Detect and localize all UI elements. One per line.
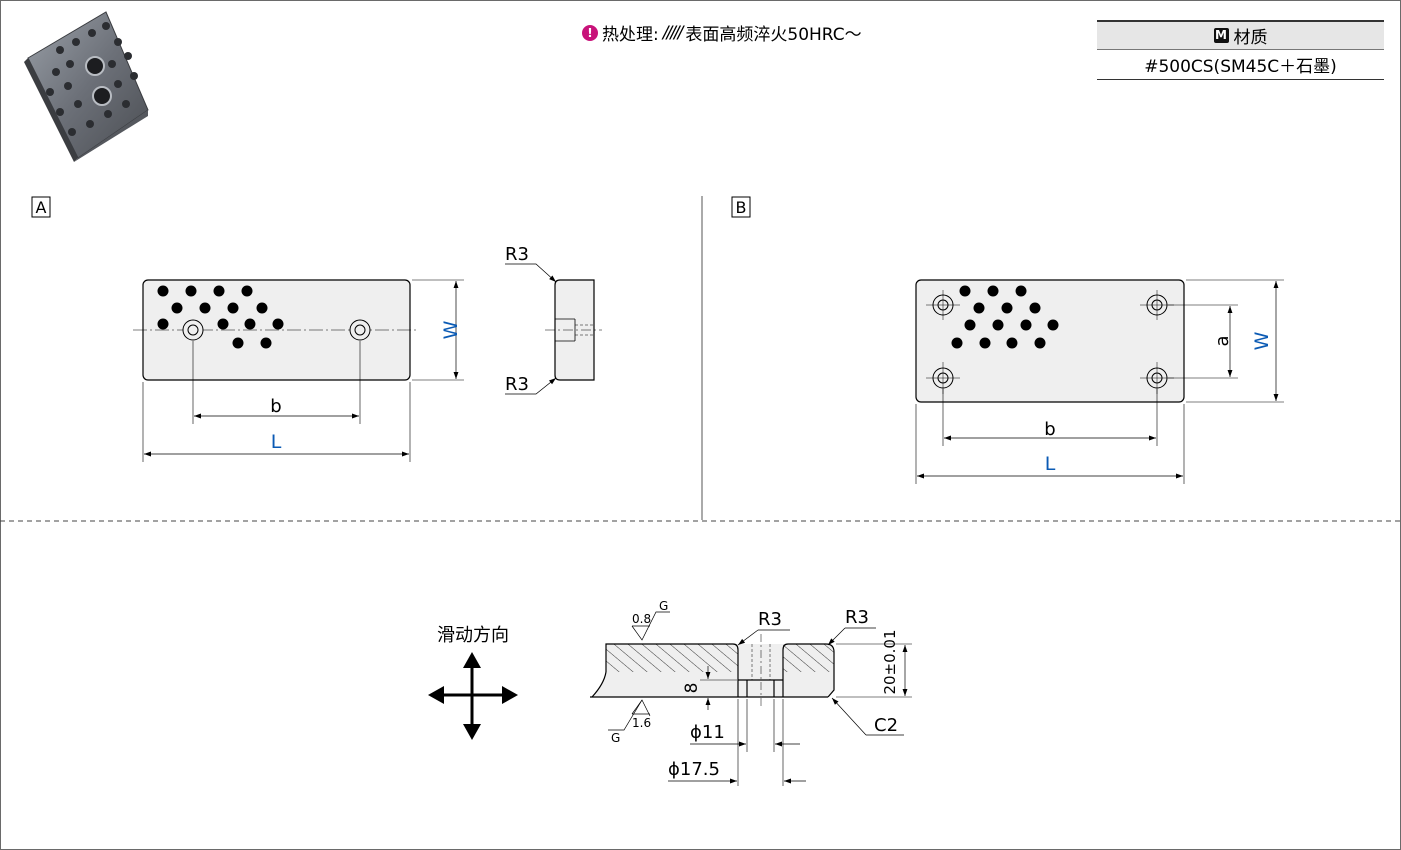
r3-counterbore: R3 [758,609,782,630]
dim-w-b: W [1251,331,1273,350]
dim-phi-11: ϕ11 [690,722,725,743]
roughness-top-grade: G [659,599,668,613]
material-badge-icon: M [1213,28,1229,43]
graphite-plug-pattern-b [951,285,1059,349]
dim-chamfer-c2: C2 [874,715,898,736]
dim-a-b: a [1212,335,1233,346]
view-b-label: B [736,198,747,217]
dim-l-a: L [271,431,282,453]
dim-b-b: b [1044,419,1055,440]
heat-label: 热处理: [602,25,659,45]
roughness-bottom-value: 1.6 [632,716,651,730]
dim-depth-8: 8 [682,683,702,694]
material-value: #500CS(SM45C＋石墨) [1097,49,1384,80]
view-a-label: A [36,198,47,217]
material-header: M 材质 [1097,20,1384,49]
section-view: 0.8 G 1.6 G R3 R3 8 [590,599,912,786]
roughness-top-value: 0.8 [632,612,651,626]
sliding-direction-label: 滑动方向 [437,625,509,646]
dim-b-a: b [270,396,281,417]
roughness-top: 0.8 G [631,599,670,641]
dim-w-a: W [440,320,462,339]
photo-mounting-hole [92,86,112,106]
heat-symbol: ///// [662,22,684,43]
sliding-direction: 滑动方向 [428,625,518,740]
info-pin-icon: ! [582,24,598,41]
dim-thickness: 20±0.01 [881,629,899,694]
mounting-holes-b [932,294,1168,389]
material-table: M 材质 #500CS(SM45C＋石墨) [1097,20,1384,80]
dim-phi-17-5: ϕ17.5 [668,759,720,780]
r3-bottom-side-a: R3 [505,374,529,395]
view-a-side: R3 R3 [505,244,602,395]
r3-corner: R3 [845,607,869,628]
view-a-plan: W b L [133,279,464,462]
dim-l-b: L [1045,453,1056,475]
roughness-bottom-grade: G [611,731,620,745]
counterbore-hole-a1 [182,319,204,341]
view-b-plan: a W b L [915,279,1284,484]
photo-graphite-plugs [46,22,138,136]
heat-treatment-note: ! 热处理: ///// 表面高频淬火50HRC～ [582,20,862,45]
material-title: 材质 [1233,28,1268,48]
four-way-arrow-icon [436,660,510,732]
r3-top-side-a: R3 [505,244,529,265]
product-photo [24,11,149,162]
view-b-box [731,196,751,218]
graphite-plug-pattern-a [157,285,284,349]
counterbore-hole-a2 [349,319,371,341]
photo-mounting-hole [85,56,105,76]
view-a-box [31,196,51,218]
through-hole-a1 [187,324,199,336]
through-hole-a2 [354,324,366,336]
roughness-bottom: 1.6 G [608,699,651,745]
heat-value: 表面高频淬火50HRC～ [685,25,862,45]
